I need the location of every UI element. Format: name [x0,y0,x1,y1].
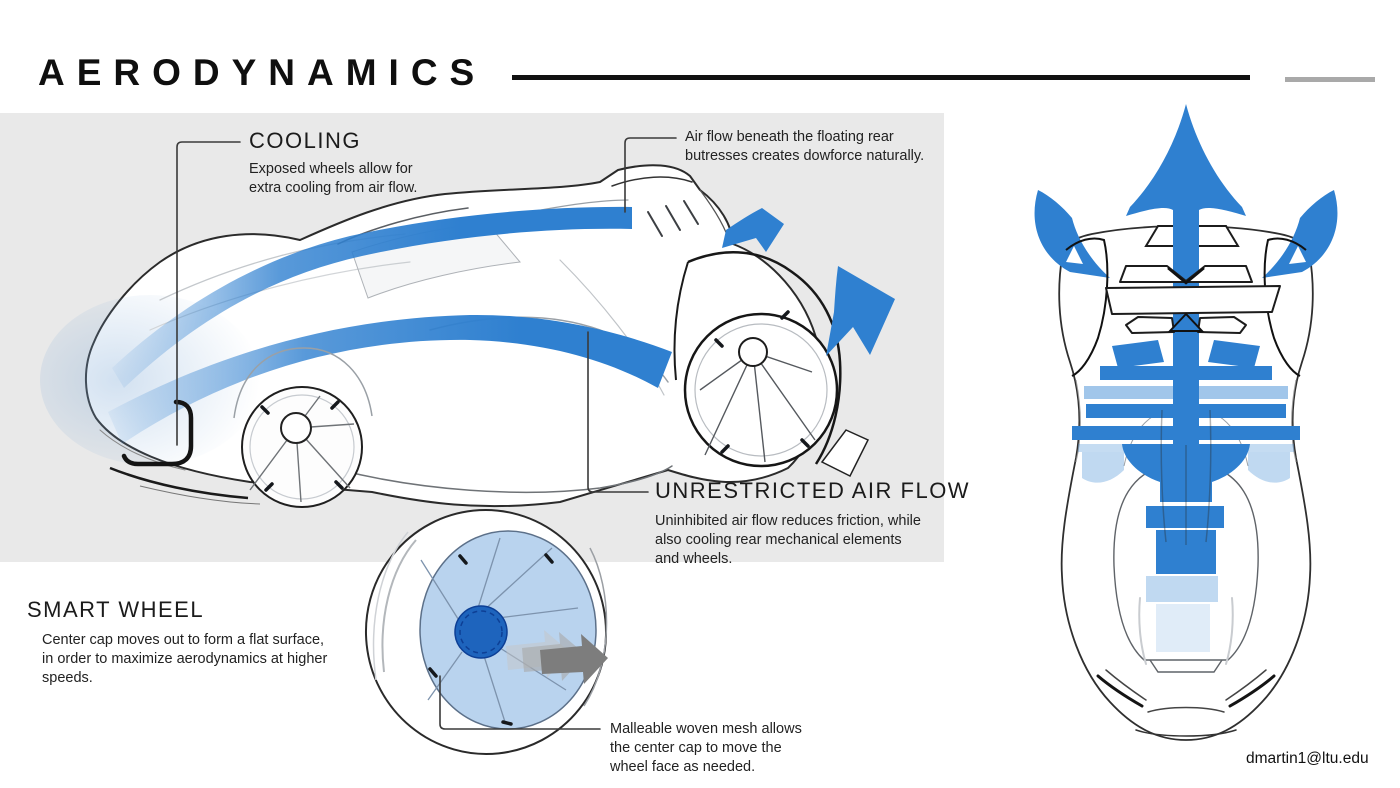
side-airflow-arrow-right-icon [1262,190,1338,278]
annotation-mesh-body: Malleable woven mesh allows the center c… [610,721,802,775]
annotation-smart-wheel-body: Center cap moves out to form a flat surf… [42,632,328,686]
side-airflow-arrow-left-icon [1034,190,1110,278]
annotation-unrestricted-body: Uninhibited air flow reduces friction, w… [655,513,921,567]
title-rule [512,75,1250,80]
annotation-cooling-body: Exposed wheels allow for extra cooling f… [249,161,418,196]
top-view-drawing [1034,104,1338,741]
contact-email: dmartin1@ltu.edu [1246,750,1369,767]
cap-motion-arrow-icon [506,630,608,684]
annotation-unrestricted-heading: UNRESTRICTED AIR FLOW [655,478,971,503]
downforce-arrow-up-icon [1105,104,1281,445]
annotation-cooling-heading: COOLING [249,128,361,153]
page-title: AERODYNAMICS [38,52,487,93]
center-cap [454,605,508,659]
title-rule-secondary [1285,77,1375,82]
annotation-rear-downforce-body: Air flow beneath the floating rear butre… [685,129,925,164]
topview-flow-pattern [1072,340,1300,652]
annotation-smart-wheel-heading: SMART WHEEL [27,597,205,622]
